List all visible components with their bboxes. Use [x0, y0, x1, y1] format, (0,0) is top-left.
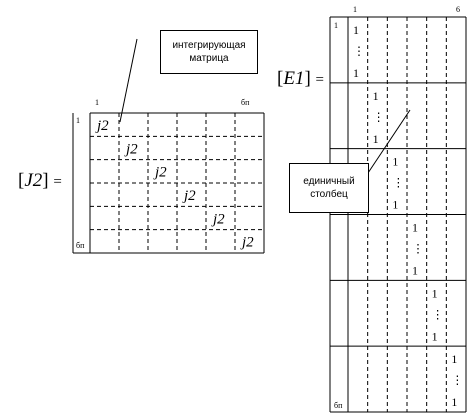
e1-vertical-dots: ⋮ [392, 176, 404, 190]
e1-row-label-first: 1 [334, 21, 338, 30]
j2-diagonal-entry: j2 [153, 165, 167, 181]
e1-unit-entry-top: 1 [353, 23, 359, 37]
e1-col-label-last: 6 [456, 5, 460, 14]
j2-matrix-text: 1 бп 1 бп j2 j2 j2 j2 j2 j2 [76, 98, 254, 251]
j2-col-label-last: бп [241, 98, 250, 107]
e1-callout-leader [367, 109, 411, 174]
e1-col-label-first: 1 [353, 5, 357, 14]
integrating-matrix-callout: интегрирующая матрица [160, 30, 258, 74]
e1-matrix-name: E1 [283, 68, 305, 89]
e1-equals-sign: = [315, 72, 324, 88]
e1-matrix-grid [329, 16, 467, 413]
j2-diagonal-entry: j2 [240, 235, 254, 251]
e1-vertical-dots: ⋮ [373, 110, 385, 124]
e1-vertical-dots: ⋮ [451, 373, 463, 387]
j2-diagonal-entry: j2 [182, 188, 196, 204]
j2-diagonal-entry: j2 [124, 141, 138, 157]
j2-row-label-first: 1 [76, 116, 80, 125]
e1-unit-entry-bottom: 1 [412, 264, 418, 278]
e1-vertical-dots: ⋮ [353, 44, 365, 58]
j2-callout-leader [119, 38, 138, 123]
e1-unit-entry-bottom: 1 [451, 395, 457, 409]
e1-vertical-dots: ⋮ [412, 242, 424, 256]
j2-equation-label: [J2] = [18, 170, 62, 191]
j2-equals-sign: = [53, 174, 62, 190]
j2-diagonal-entry: j2 [95, 118, 109, 134]
e1-unit-entry-bottom: 1 [373, 132, 379, 146]
e1-unit-entry-top: 1 [451, 352, 457, 366]
j2-diagonal-entry: j2 [211, 211, 225, 227]
e1-unit-entry-top: 1 [392, 155, 398, 169]
e1-unit-entry-bottom: 1 [353, 66, 359, 80]
j2-col-label-first: 1 [95, 98, 99, 107]
j2-matrix-grid [72, 112, 265, 254]
j2-matrix-name: J2 [24, 170, 43, 191]
e1-row-label-last: бп [334, 401, 343, 410]
e1-unit-entry-top: 1 [373, 89, 379, 103]
e1-unit-entry-bottom: 1 [432, 329, 438, 343]
j2-row-label-last: бп [76, 241, 85, 250]
e1-equation-label: [E1] = [277, 68, 324, 89]
e1-vertical-dots: ⋮ [432, 307, 444, 321]
e1-unit-entry-top: 1 [412, 221, 418, 235]
e1-unit-entry-bottom: 1 [392, 198, 398, 212]
unit-column-callout: единичный столбец [289, 163, 369, 213]
e1-unit-entry-top: 1 [432, 286, 438, 300]
